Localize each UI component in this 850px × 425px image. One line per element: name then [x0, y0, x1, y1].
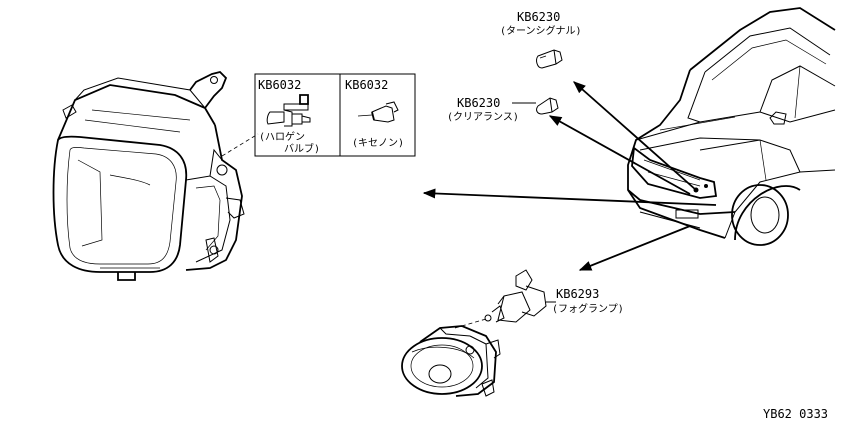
halogen-name-line2: バルブ)	[284, 142, 320, 155]
turn-signal-name: (ターンシグナル)	[500, 24, 582, 37]
halogen-code: KB6032	[258, 78, 301, 92]
clearance-bulb-icon	[536, 97, 559, 115]
fog-code: KB6293	[556, 287, 599, 301]
leader-arrows	[422, 81, 717, 271]
leader-headlamp-bulb	[221, 133, 259, 157]
fog-lamp-assembly	[401, 325, 501, 397]
fog-name: (フォグランプ)	[552, 302, 624, 315]
halogen-bulb-icon	[266, 94, 311, 127]
arrow-to-fog-lamp	[578, 225, 691, 271]
xenon-code: KB6032	[345, 78, 388, 92]
turn-signal-bulb-icon	[536, 49, 563, 69]
drawing-number: YB62 0333	[763, 407, 828, 421]
arrow-to-turn-signal	[573, 81, 697, 191]
callout-fog: KB6293 (フォグランプ)	[546, 287, 624, 315]
headlamp-assembly	[52, 71, 245, 281]
headlamp-bulb-box: KB6032 (ハロゲン バルブ) KB6032 (キセノン)	[254, 73, 416, 157]
halogen-name-line1: (ハロゲン	[259, 131, 305, 143]
fog-lamp-bulb-icon	[454, 269, 547, 329]
vehicle-front-view	[627, 7, 836, 246]
turn-signal-code: KB6230	[517, 10, 560, 24]
xenon-bulb-icon	[357, 101, 399, 123]
arrow-to-headlamp	[422, 188, 717, 206]
arrow-to-clearance	[548, 115, 691, 195]
callout-clearance: KB6230 (クリアランス)	[447, 96, 536, 123]
clearance-name: (クリアランス)	[447, 111, 519, 123]
callout-turn-signal: KB6230 (ターンシグナル)	[500, 10, 582, 37]
xenon-name: (キセノン)	[352, 137, 404, 149]
clearance-code: KB6230	[457, 96, 500, 110]
